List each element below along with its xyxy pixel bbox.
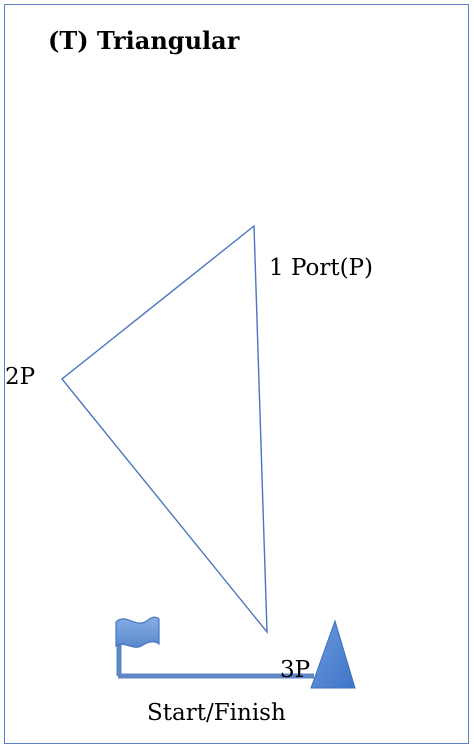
start-finish-label: Start/Finish [147,700,286,726]
buoy-icon [310,619,356,689]
flag-icon [115,616,160,676]
mark-1-label: 1 Port(P) [269,255,373,281]
mark-3-label: 3P [280,657,311,683]
triangle-course [61,224,268,635]
mark-2-label: 2P [5,364,36,390]
diagram-title: (T) Triangular [48,26,240,55]
